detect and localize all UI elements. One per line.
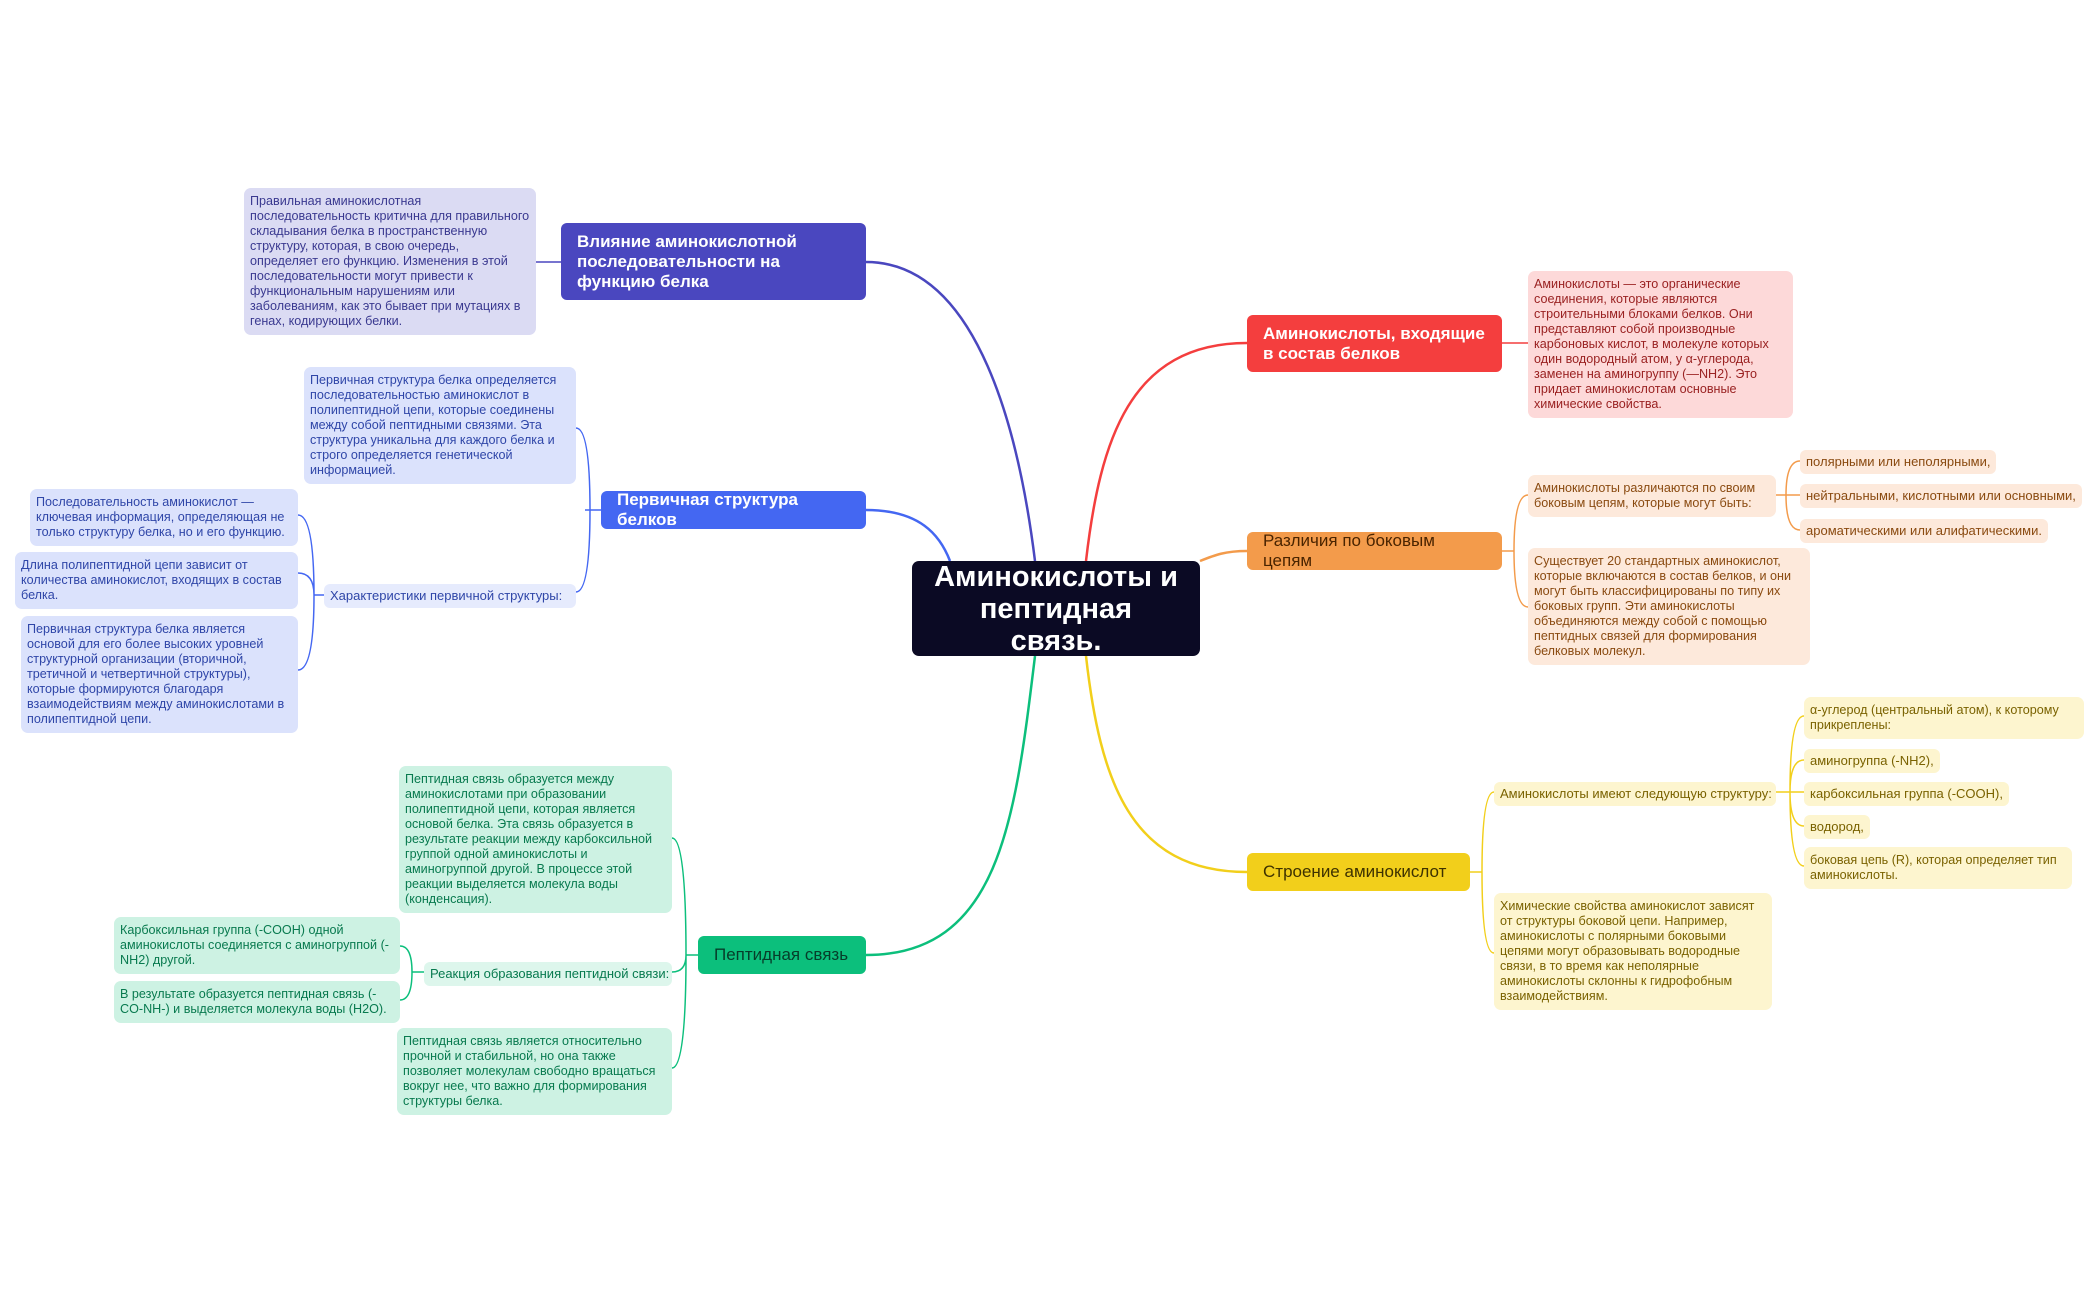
structure-part: водород, <box>1804 815 1870 839</box>
influence-text-content: Правильная аминокислотная последовательн… <box>250 194 530 328</box>
primary-characteristic-1: Последовательность аминокислот — ключева… <box>36 495 285 539</box>
structure-part: α-углерод (центральный атом), к которому… <box>1804 697 2084 739</box>
connector-center-influence <box>865 260 1037 562</box>
peptide-reaction-step-2: В результате образуется пептидная связь … <box>120 987 387 1016</box>
peptide-text-1: Пептидная связь образуется между аминоки… <box>399 766 672 913</box>
primary-characteristic-2: Длина полипептидной цепи зависит от коли… <box>21 558 282 602</box>
amino-text-content: Аминокислоты — это органические соединен… <box>1534 277 1769 411</box>
side-chain-type: нейтральными, кислотными или основными, <box>1800 484 2082 508</box>
central-topic[interactable]: Аминокислоты и пептидная связь. <box>912 560 1200 657</box>
peptide-reaction-step: Карбоксильная группа (-COOH) одной амино… <box>114 917 400 974</box>
peptide-text-2-content: Пептидная связь является относительно пр… <box>403 1034 656 1108</box>
branch-peptide[interactable]: Пептидная связь <box>698 936 866 974</box>
central-topic-title: Аминокислоты и пептидная связь. <box>934 560 1178 657</box>
peptide-reaction-step: В результате образуется пептидная связь … <box>114 981 400 1023</box>
connector-center-structure <box>1084 655 1248 874</box>
primary-text: Первичная структура белка определяется п… <box>304 367 576 484</box>
primary-characteristics-label-text: Характеристики первичной структуры: <box>330 588 563 603</box>
branch-side-chains-label: Различия по боковым цепям <box>1263 531 1435 570</box>
branch-structure[interactable]: Строение аминокислот <box>1247 853 1470 891</box>
branch-amino-in-proteins[interactable]: Аминокислоты, входящие в состав белков <box>1247 315 1502 372</box>
side-chain-type-1: полярными или неполярными, <box>1806 454 1991 469</box>
primary-characteristic-3: Первичная структура белка является основ… <box>27 622 285 726</box>
primary-characteristics-label: Характеристики первичной структуры: <box>324 584 576 608</box>
side-chain-type: ароматическими или алифатическими. <box>1800 519 2048 543</box>
structure-part-1: α-углерод (центральный атом), к которому… <box>1810 703 2059 732</box>
connector-center-primary <box>865 508 952 562</box>
branch-primary-label: Первичная структура белков <box>617 490 798 529</box>
peptide-reaction-label: Реакция образования пептидной связи: <box>424 962 672 986</box>
structure-part-2: аминогруппа (-NH2), <box>1810 753 1934 768</box>
structure-text: Химические свойства аминокислот зависят … <box>1494 893 1772 1010</box>
amino-text: Аминокислоты — это органические соединен… <box>1528 271 1793 418</box>
branch-structure-label: Строение аминокислот <box>1263 862 1447 881</box>
structure-part-4: водород, <box>1810 819 1864 834</box>
side-chain-type-2: нейтральными, кислотными или основными, <box>1806 488 2076 503</box>
primary-characteristic-item: Длина полипептидной цепи зависит от коли… <box>15 552 298 609</box>
structure-part: аминогруппа (-NH2), <box>1804 749 1940 773</box>
primary-characteristic-item: Последовательность аминокислот — ключева… <box>30 489 298 546</box>
primary-characteristic-item: Первичная структура белка является основ… <box>21 616 298 733</box>
structure-intro: Аминокислоты имеют следующую структуру: <box>1494 782 1776 806</box>
side-chains-text-content: Существует 20 стандартных аминокислот, к… <box>1534 554 1792 658</box>
structure-part: боковая цепь (R), которая определяет тип… <box>1804 847 2072 889</box>
structure-text-content: Химические свойства аминокислот зависят … <box>1500 899 1755 1003</box>
structure-part-3: карбоксильная группа (-COOH), <box>1810 786 2003 801</box>
branch-influence-label: Влияние аминокислотной последовательност… <box>577 231 797 291</box>
connector-center-peptide <box>865 655 1037 957</box>
branch-amino-label: Аминокислоты, входящие в состав белков <box>1263 323 1485 363</box>
side-chain-type: полярными или неполярными, <box>1800 450 1997 474</box>
branch-side-chains[interactable]: Различия по боковым цепям <box>1247 531 1502 570</box>
branch-influence[interactable]: Влияние аминокислотной последовательност… <box>561 223 866 300</box>
connector-center-amino <box>1084 341 1248 562</box>
branch-peptide-label: Пептидная связь <box>714 945 849 964</box>
peptide-text-1-content: Пептидная связь образуется между аминоки… <box>405 772 653 906</box>
structure-part: карбоксильная группа (-COOH), <box>1804 782 2009 806</box>
side-chains-intro: Аминокислоты различаются по своим боковы… <box>1528 475 1776 517</box>
structure-intro-content: Аминокислоты имеют следующую структуру: <box>1500 786 1772 801</box>
peptide-reaction-step-1: Карбоксильная группа (-COOH) одной амино… <box>120 923 389 967</box>
influence-text: Правильная аминокислотная последовательн… <box>244 188 536 335</box>
primary-text-content: Первичная структура белка определяется п… <box>310 373 557 477</box>
structure-part-5: боковая цепь (R), которая определяет тип… <box>1810 853 2057 882</box>
branch-primary[interactable]: Первичная структура белков <box>601 490 866 529</box>
side-chains-text: Существует 20 стандартных аминокислот, к… <box>1528 548 1810 665</box>
connector-center-sidechains <box>1199 549 1248 563</box>
side-chain-type-3: ароматическими или алифатическими. <box>1806 523 2042 538</box>
peptide-reaction-label-text: Реакция образования пептидной связи: <box>430 966 670 981</box>
peptide-text-2: Пептидная связь является относительно пр… <box>397 1028 672 1115</box>
side-chains-intro-content: Аминокислоты различаются по своим боковы… <box>1534 481 1756 510</box>
